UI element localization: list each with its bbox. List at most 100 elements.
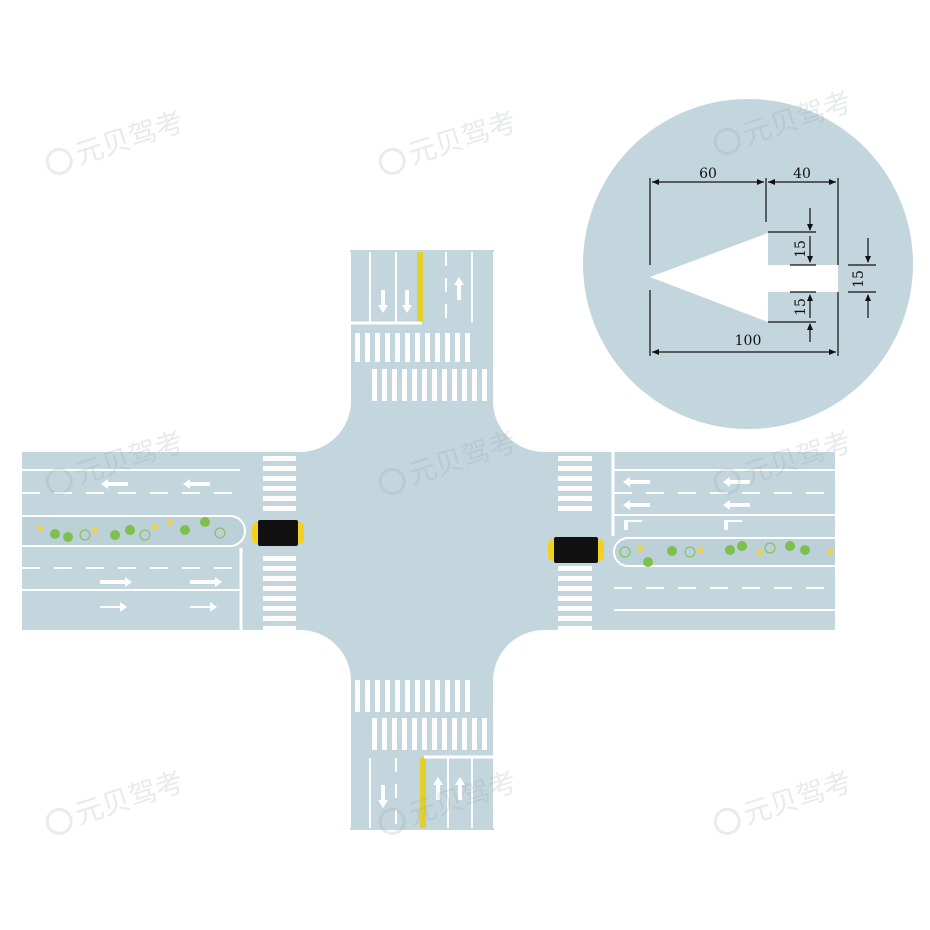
arrow-down-left (402, 290, 412, 313)
crosswalk-stripe (455, 333, 460, 362)
crosswalk-stripe (263, 626, 296, 631)
edge-se (493, 630, 835, 828)
crosswalk-stripe (558, 466, 592, 471)
crosswalk-stripe (452, 369, 457, 401)
crosswalk-stripe (375, 333, 380, 362)
dimension-arrowheads (652, 179, 871, 355)
arrow-straight (623, 477, 650, 487)
crosswalk-stripe (422, 369, 427, 401)
arrow-up (433, 777, 443, 800)
post-body (554, 537, 598, 563)
crosswalk-stripe (442, 718, 447, 750)
dim-label-15-bottom: 15 (793, 298, 809, 316)
arrow-left (624, 520, 642, 530)
arrow-tail-shape (810, 265, 838, 292)
flower (152, 524, 158, 530)
arrow-straight (623, 500, 650, 510)
crosswalk-stripe (455, 680, 460, 712)
crosswalk-stripe (263, 596, 296, 601)
crosswalk-stripe (402, 718, 407, 750)
crosswalk-stripe (558, 606, 592, 611)
watermark: 元贝驾考 (713, 765, 856, 835)
watermark: 元贝驾考 (378, 105, 521, 175)
arrow-up (454, 277, 464, 300)
arrow-down (378, 785, 388, 808)
watermark-text: 元贝驾考 (71, 765, 188, 831)
east-approach (611, 451, 835, 611)
lane-arrows-north (378, 277, 464, 313)
crosswalk-stripe (372, 718, 377, 750)
crosswalk-stripe (385, 680, 390, 712)
crosswalk-stripe (462, 718, 467, 750)
arrow-straight (723, 477, 750, 487)
crosswalk-stripe (432, 369, 437, 401)
corner-sw (250, 632, 350, 732)
steering-wheel-icon (45, 807, 73, 835)
crosswalk-stripe (558, 486, 592, 491)
flower (92, 527, 98, 533)
edge-nw (22, 252, 351, 452)
crosswalk-stripe (405, 680, 410, 712)
shrub (63, 532, 73, 542)
crosswalk-stripe (558, 506, 592, 511)
flower (167, 519, 173, 525)
arrow-detail-inset: 60 40 100 15 15 15 (583, 99, 913, 429)
crosswalk-stripe (405, 333, 410, 362)
dim-label-60: 60 (699, 166, 717, 182)
arrow-left (190, 602, 217, 612)
crosswalk-stripe (425, 680, 430, 712)
crosswalk-stripe (482, 369, 487, 401)
median-plants-east (619, 541, 833, 567)
crosswalk-stripe (558, 456, 592, 461)
edge-lines (22, 252, 835, 828)
crosswalk-stripe (482, 718, 487, 750)
crosswalk-stripe (355, 680, 360, 712)
crosswalk-stripe (382, 369, 387, 401)
crosswalk-stripe (395, 680, 400, 712)
shrub (800, 545, 810, 555)
crosswalk-stripe (472, 369, 477, 401)
crosswalk-stripe (425, 333, 430, 362)
shrub (125, 525, 135, 535)
arrow-opposite (101, 479, 128, 489)
watermarks: 元贝驾考元贝驾考元贝驾考元贝驾考元贝驾考元贝驾考元贝驾考元贝驾考元贝驾考 (45, 85, 856, 835)
crosswalk-stripe (392, 718, 397, 750)
center-line-south (420, 758, 426, 828)
flower (757, 549, 763, 555)
edge-ne (493, 252, 835, 452)
crosswalks (263, 333, 592, 750)
crosswalk-stripe (472, 718, 477, 750)
crosswalk-stripe (263, 466, 296, 471)
watermark-text: 元贝驾考 (739, 765, 856, 831)
edge-sw (22, 630, 351, 828)
crosswalk-stripe (558, 566, 592, 571)
dim-label-15-right: 15 (851, 270, 867, 288)
post-body (258, 520, 298, 546)
shrub (643, 557, 653, 567)
shrub-outline (684, 546, 696, 558)
crosswalk-stripe (372, 369, 377, 401)
arrow-straight (723, 500, 750, 510)
crosswalk-stripe (263, 616, 296, 621)
corner-ne (494, 350, 594, 450)
crosswalk-stripe (445, 333, 450, 362)
crosswalk-stripe (462, 369, 467, 401)
lane-arrows-south (378, 777, 465, 808)
west-approach (22, 469, 246, 631)
shrub (180, 525, 190, 535)
crosswalk-stripe (402, 369, 407, 401)
crosswalk-stripe (445, 680, 450, 712)
shrub-outline (764, 542, 776, 554)
corner-se (494, 632, 594, 732)
crosswalk-stripe (382, 718, 387, 750)
arrow-left (100, 602, 127, 612)
dimension-lines (649, 178, 876, 356)
crosswalk-stripe (263, 566, 296, 571)
steering-wheel-icon (378, 467, 406, 495)
crosswalk-stripe (558, 476, 592, 481)
lane-arrows-west (100, 479, 222, 612)
arrow-down (378, 290, 388, 313)
corner-nw (250, 350, 350, 450)
crosswalk-stripe (465, 680, 470, 712)
dim-label-100: 100 (735, 333, 762, 349)
